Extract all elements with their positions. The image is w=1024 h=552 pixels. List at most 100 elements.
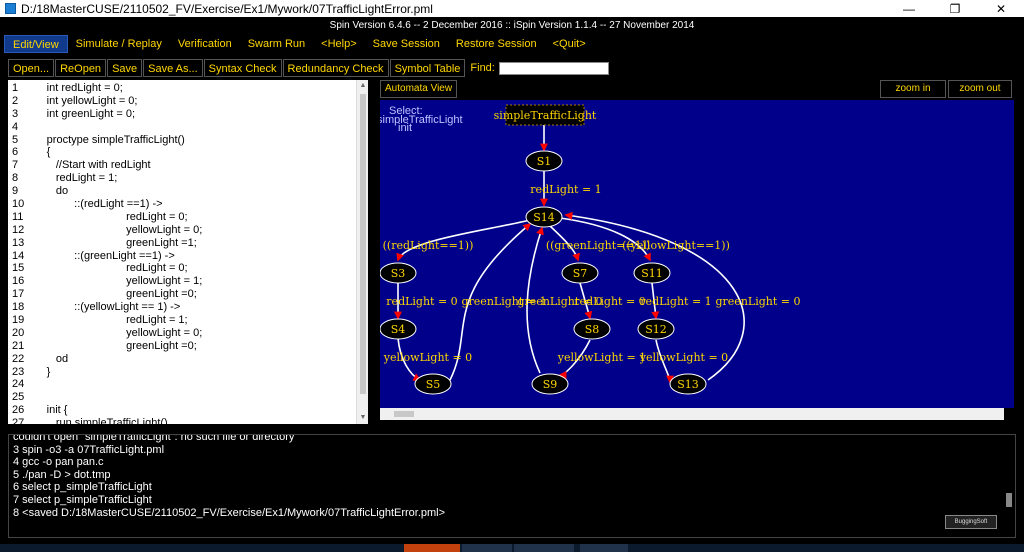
edge-label-s12-s13: yellowLight = 0 [639, 351, 728, 364]
code-line: 24 [10, 378, 350, 391]
menu-restore-session[interactable]: Restore Session [455, 38, 537, 50]
edge-label-s11-s12: redLight = 1 [640, 295, 711, 308]
scroll-down-icon[interactable]: ▼ [359, 414, 367, 421]
line-number: 10 [12, 198, 25, 211]
root-node [505, 104, 585, 126]
redundancy-check-button[interactable]: Redundancy Check [282, 59, 389, 77]
save-as-button[interactable]: Save As... [143, 59, 203, 77]
zoom-in-button[interactable]: zoom in [880, 80, 946, 98]
version-banner: Spin Version 6.4.6 -- 2 December 2016 ::… [0, 17, 1024, 34]
line-number: 1 [12, 82, 19, 94]
line-number: 11 [12, 210, 24, 223]
edge-label-s1-s14: redLight = 1 [530, 183, 601, 196]
editor-scroll-thumb[interactable] [360, 94, 366, 394]
edge-label-s5-s14: greenLight = 1 [462, 295, 547, 308]
editor-scrollbar[interactable]: ▲ ▼ [356, 80, 368, 424]
menu-swarm-run[interactable]: Swarm Run [247, 38, 306, 50]
automata-view-tab[interactable]: Automata View [380, 80, 458, 98]
line-number: 14 [12, 249, 25, 262]
find-input[interactable] [498, 61, 609, 75]
line-text: } [10, 365, 51, 378]
line-number: 18 [12, 301, 25, 314]
edge-label-s3-s4: redLight = 0 [386, 295, 457, 308]
edge-s9-s14 [526, 226, 544, 374]
line-text: greenLight =0; [10, 339, 197, 352]
console-scrollbar[interactable] [1003, 435, 1015, 537]
node-s7-label: S7 [573, 267, 588, 280]
line-text: { [10, 146, 51, 159]
line-text: run simpleTrafficLight() [10, 417, 168, 424]
console-line: 3 spin -o3 -a 07TrafficLight.pml [13, 443, 165, 456]
output-console[interactable]: couldn't open "simpleTrafficLight": no s… [8, 434, 1016, 538]
taskbar-app-item[interactable] [580, 544, 628, 552]
edge-label-s7-s8: redLight = 0 [574, 295, 645, 308]
line-text: init { [10, 404, 68, 417]
code-line: 11 redLight = 0; [10, 211, 350, 224]
automata-graph: simpleTrafficLight S1 S14 S3 S7 S11 S4 S… [380, 104, 800, 395]
edge-s14-s3 [396, 219, 531, 262]
open-button[interactable]: Open... [8, 59, 55, 77]
select-item-init[interactable]: init [398, 122, 413, 134]
line-text: ::(greenLight ==1) -> [10, 249, 175, 262]
menu-simulate-replay[interactable]: Simulate / Replay [75, 38, 162, 50]
editor-toolbar: Open... ReOpen Save Save As... Syntax Ch… [8, 58, 609, 78]
syntax-check-button[interactable]: Syntax Check [203, 59, 282, 77]
node-s12-label: S12 [645, 323, 667, 336]
line-number: 5 [12, 133, 19, 146]
code-line: 26 init { [10, 404, 350, 417]
node-s9 [531, 373, 569, 395]
line-number: 13 [12, 236, 25, 249]
node-s4 [380, 318, 417, 340]
node-s3-label: S3 [391, 267, 406, 280]
automata-canvas[interactable]: Select: simpleTrafficLight init [380, 100, 1004, 408]
edge-s14-s7 [549, 225, 580, 262]
minimize-button[interactable]: — [903, 1, 915, 16]
code-line: 8 redLight = 1; [10, 172, 350, 185]
line-number: 23 [12, 365, 25, 378]
console-scroll-thumb[interactable] [1006, 493, 1012, 507]
code-editor[interactable]: 1 int redLight = 0;2 int yellowLight = 0… [8, 80, 368, 424]
node-s1 [525, 150, 563, 172]
code-line: 6 { [10, 146, 350, 159]
close-button[interactable]: ✕ [995, 1, 1007, 16]
canvas-scroll-thumb[interactable] [394, 411, 414, 417]
node-s8 [573, 318, 611, 340]
code-line: 4 [10, 121, 350, 134]
menu-quit[interactable]: <Quit> [552, 38, 586, 50]
canvas-horizontal-scrollbar[interactable] [380, 408, 1004, 420]
code-line: 2 int yellowLight = 0; [10, 95, 350, 108]
taskbar-app-item[interactable] [404, 544, 460, 552]
node-s4-label: S4 [391, 323, 406, 336]
menu-verification[interactable]: Verification [177, 38, 232, 50]
code-line: 13 greenLight =1; [10, 237, 350, 250]
maximize-button[interactable]: ❐ [949, 1, 961, 16]
menu-edit-view[interactable]: Edit/View [4, 35, 68, 53]
taskbar-app-item[interactable] [462, 544, 512, 552]
console-line: 6 select p_simpleTrafficLight [13, 481, 152, 494]
menu-help[interactable]: <Help> [321, 38, 357, 50]
line-number: 17 [12, 288, 25, 301]
scroll-up-icon[interactable]: ▲ [359, 82, 367, 89]
zoom-out-button[interactable]: zoom out [948, 80, 1012, 98]
line-text: yellowLight = 1; [10, 275, 203, 288]
taskbar-app-item[interactable] [514, 544, 574, 552]
edge-label-s9-s14: greenLight = 0 [518, 295, 603, 308]
code-line: 27 run simpleTrafficLight() [10, 417, 350, 424]
canvas-vertical-scrollbar[interactable] [1004, 100, 1014, 408]
select-item-simple-traffic-light[interactable]: simpleTrafficLight [380, 114, 463, 126]
line-text: yellowLight = 0; [10, 326, 203, 339]
taskbar [0, 544, 1024, 552]
edge-s13-s14 [564, 211, 745, 381]
menu-save-session[interactable]: Save Session [372, 38, 440, 50]
line-number: 22 [12, 352, 25, 365]
find-label: Find: [470, 62, 495, 74]
save-button[interactable]: Save [107, 59, 143, 77]
code-line: 22 od [10, 353, 350, 366]
select-label: Select: [389, 105, 423, 117]
symbol-table-button[interactable]: Symbol Table [389, 59, 466, 77]
edge-label-s14-s3: ((redLight==1)) [383, 239, 474, 252]
reopen-button[interactable]: ReOpen [55, 59, 107, 77]
code-line: 5 proctype simpleTrafficLight() [10, 134, 350, 147]
line-number: 15 [12, 262, 25, 275]
code-line: 7 //Start with redLight [10, 159, 350, 172]
